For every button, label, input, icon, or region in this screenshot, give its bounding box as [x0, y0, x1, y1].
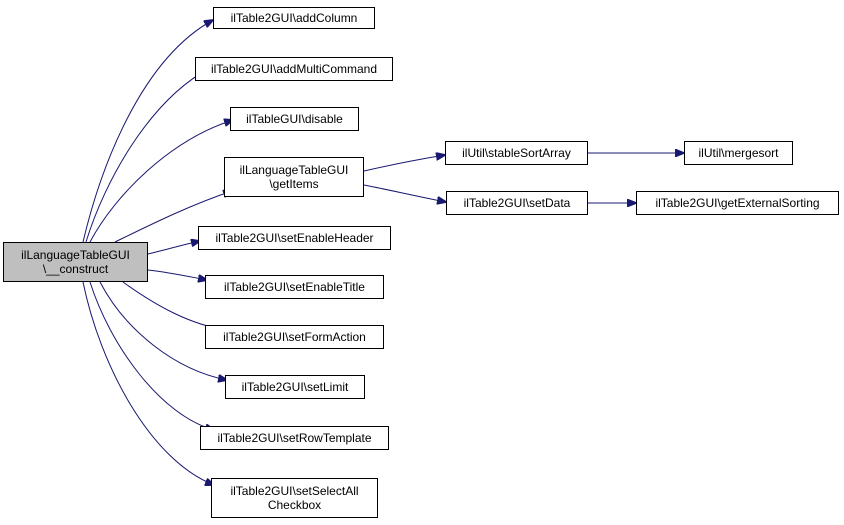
node-label-line2: \getItems — [269, 177, 319, 191]
node-set-enable-title[interactable]: ilTable2GUI\setEnableTitle — [205, 275, 384, 299]
node-set-form-action[interactable]: ilTable2GUI\setFormAction — [205, 325, 384, 349]
node-label: ilTable2GUI\setData — [463, 196, 571, 210]
edge-root-to-addColumn — [82, 20, 213, 243]
node-label: ilTable2GUI\addColumn — [230, 11, 358, 25]
node-set-limit[interactable]: ilTable2GUI\setLimit — [225, 375, 365, 399]
node-add-column[interactable]: ilTable2GUI\addColumn — [213, 7, 375, 29]
node-label: ilUtil\stableSortArray — [462, 146, 571, 160]
node-label-line1: ilLanguageTableGUI — [239, 163, 349, 177]
node-mergesort[interactable]: ilUtil\mergesort — [684, 141, 793, 165]
edge-root-to-setSelectAll — [82, 281, 214, 485]
node-label: ilTable2GUI\setEnableHeader — [215, 231, 374, 245]
node-set-data[interactable]: ilTable2GUI\setData — [446, 191, 588, 215]
edge-root-to-setLimit — [99, 281, 227, 380]
node-label: ilTable2GUI\setRowTemplate — [217, 431, 372, 445]
node-label-line1: ilLanguageTableGUI — [21, 248, 130, 262]
node-label: ilTable2GUI\getExternalSorting — [655, 196, 820, 210]
node-label: ilTable2GUI\setFormAction — [223, 330, 366, 344]
node-label-line2: \__construct — [42, 262, 109, 276]
node-root-construct: ilLanguageTableGUI \__construct — [3, 242, 148, 282]
edge-root-to-setEnableHeader — [147, 241, 200, 255]
edge-getItems-to-stableSortArray — [363, 155, 445, 172]
node-set-row-template[interactable]: ilTable2GUI\setRowTemplate — [200, 426, 389, 450]
edge-getItems-to-setData — [363, 184, 446, 202]
node-label: ilTableGUI\disable — [246, 112, 343, 126]
node-get-external-sorting[interactable]: ilTable2GUI\getExternalSorting — [636, 191, 839, 215]
node-label-line2: Checkbox — [267, 498, 322, 512]
edge-root-to-setRowTemplate — [89, 281, 214, 430]
node-get-items[interactable]: ilLanguageTableGUI \getItems — [224, 157, 364, 197]
node-label: ilUtil\mergesort — [698, 146, 779, 160]
edge-root-to-getItems — [114, 191, 232, 243]
node-add-multi-command[interactable]: ilTable2GUI\addMultiCommand — [195, 57, 393, 81]
node-label: ilTable2GUI\addMultiCommand — [210, 62, 378, 76]
node-label: ilTable2GUI\setEnableTitle — [224, 280, 365, 294]
node-label-line1: ilTable2GUI\setSelectAll — [230, 484, 359, 498]
edge-root-to-setEnableTitle — [147, 269, 207, 280]
node-stable-sort-array[interactable]: ilUtil\stableSortArray — [445, 141, 588, 165]
node-set-enable-header[interactable]: ilTable2GUI\setEnableHeader — [198, 226, 391, 250]
edge-root-to-addMultiCommand — [85, 68, 210, 243]
edge-root-to-disable — [89, 120, 233, 243]
node-label: ilTable2GUI\setLimit — [241, 380, 349, 394]
node-set-select-all-checkbox[interactable]: ilTable2GUI\setSelectAll Checkbox — [211, 478, 378, 518]
node-disable[interactable]: ilTableGUI\disable — [230, 107, 359, 131]
